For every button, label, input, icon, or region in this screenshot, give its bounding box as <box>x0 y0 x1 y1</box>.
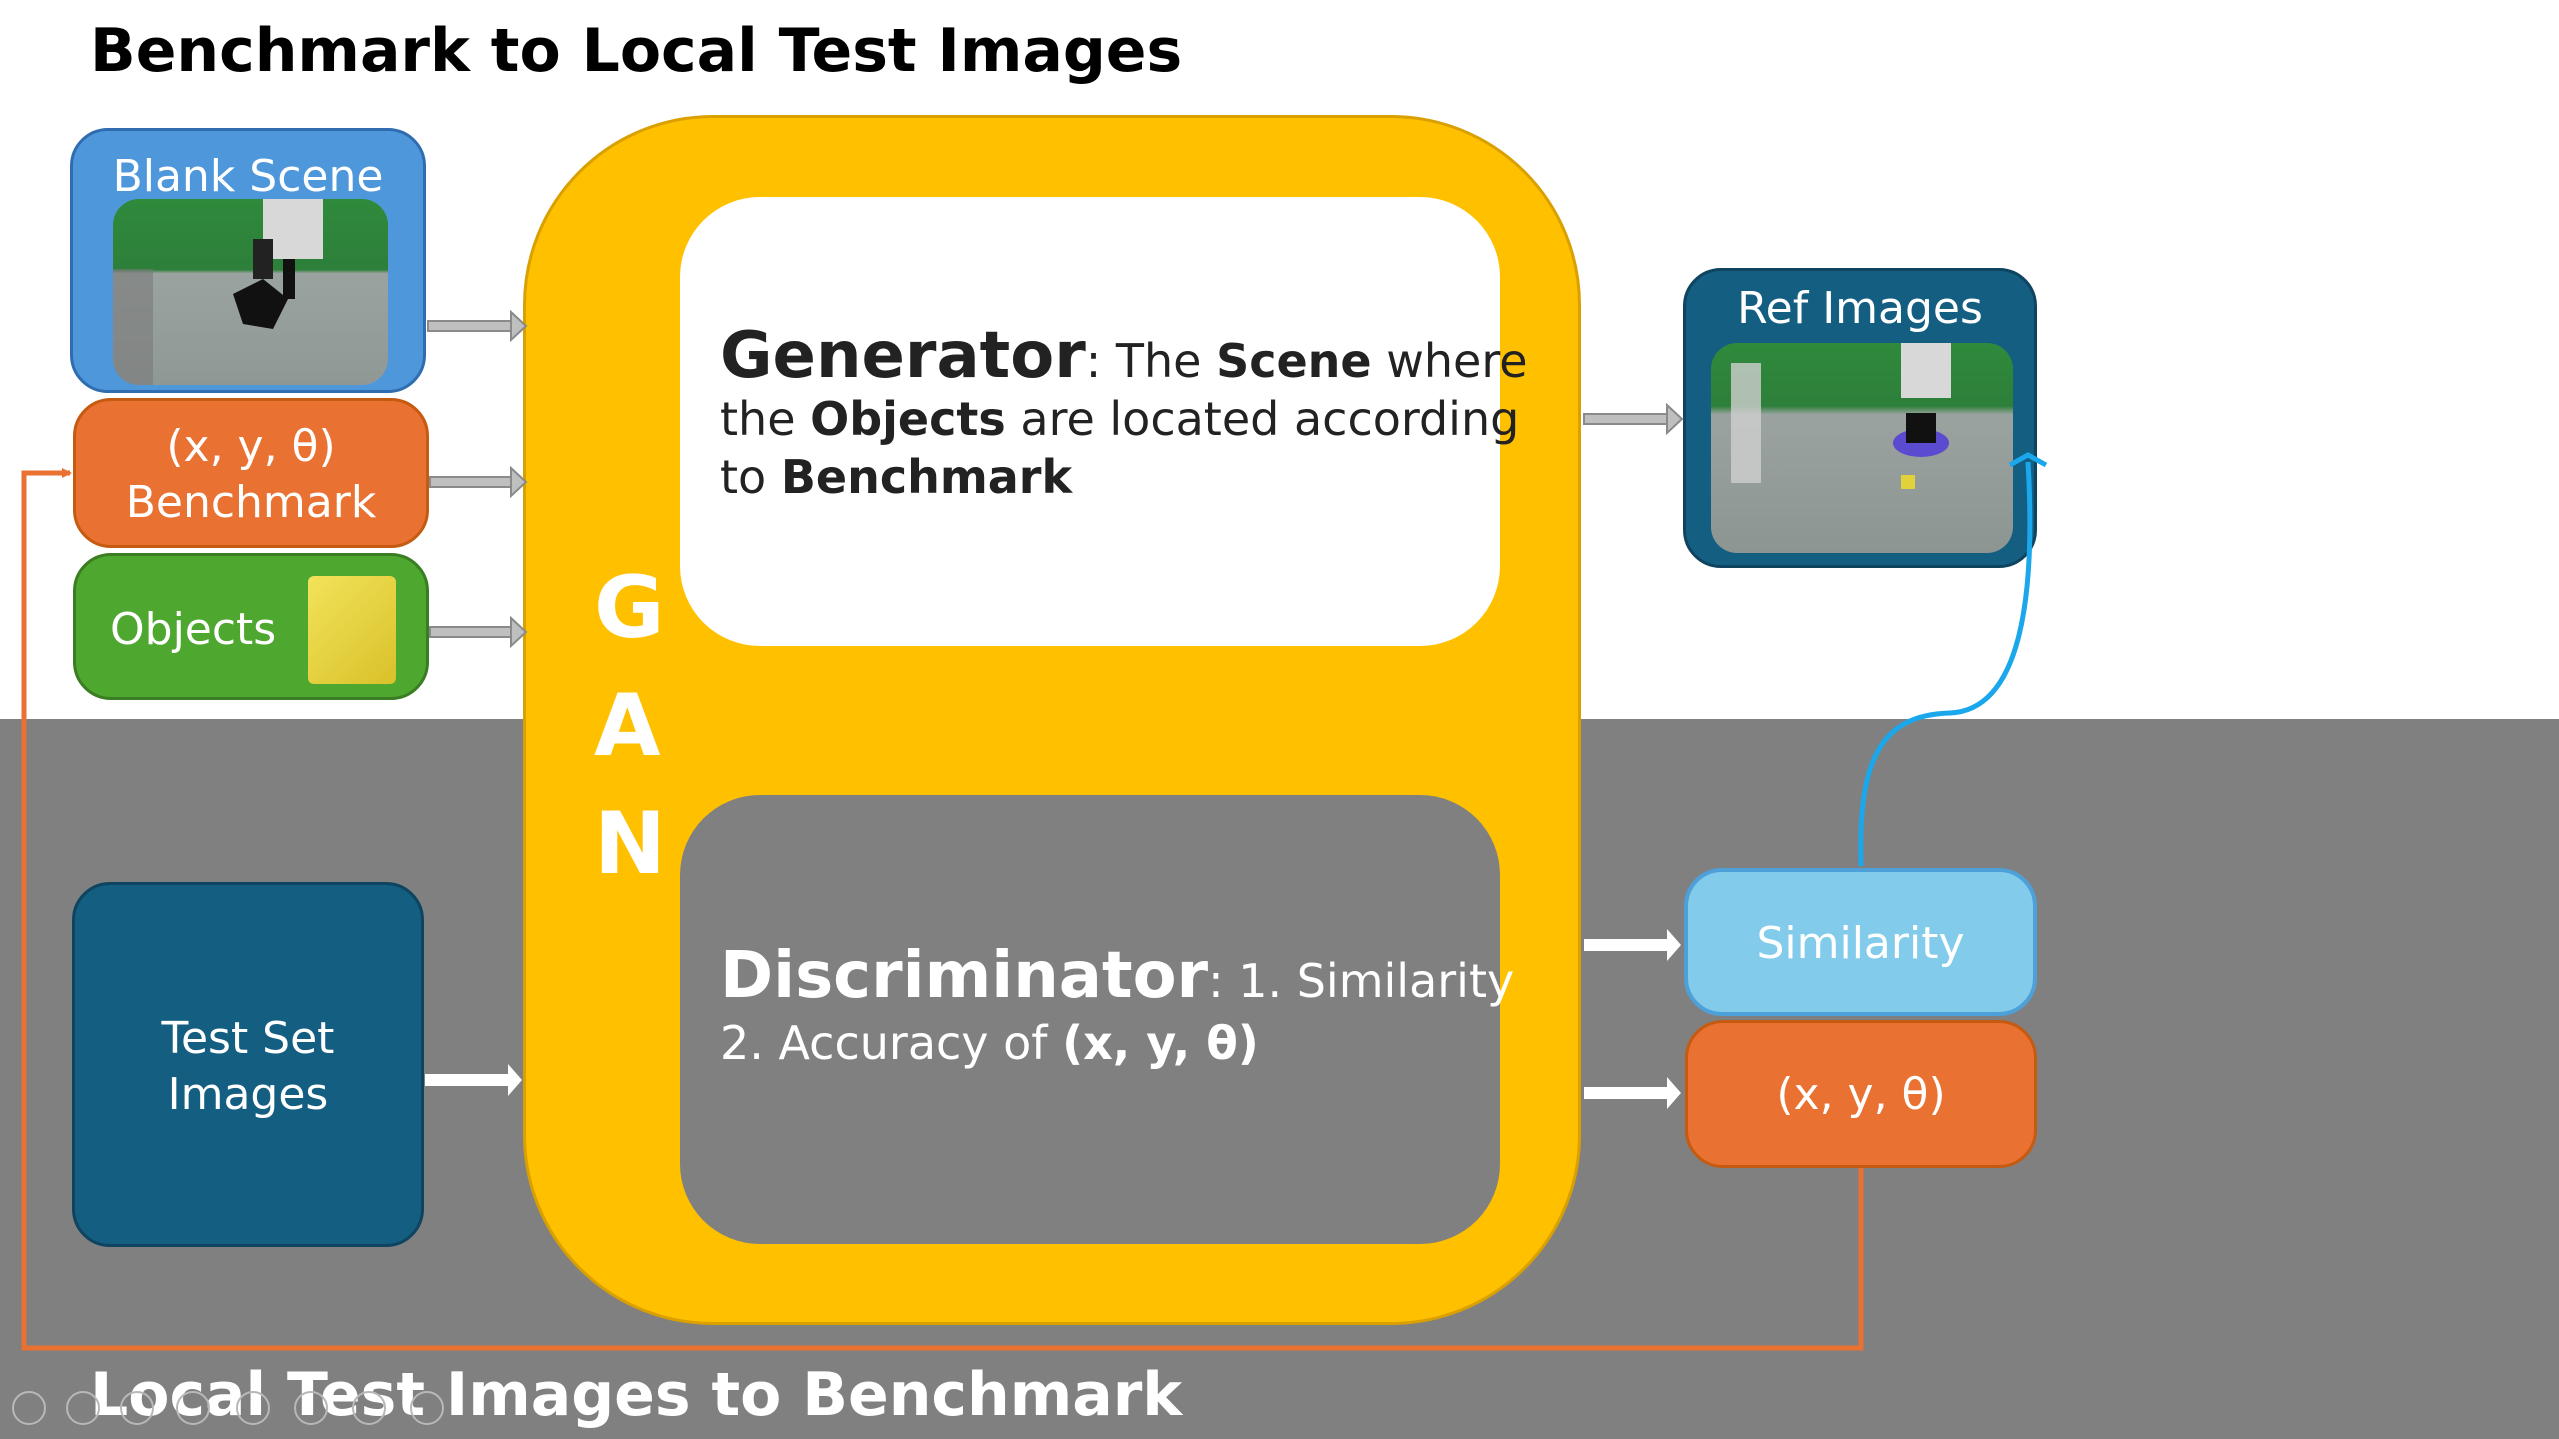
pose-output-box: (x, y, θ) <box>1685 1020 2037 1168</box>
gan-to-similarity-arrow <box>1584 929 1681 961</box>
sponge-object-image <box>308 576 396 684</box>
test-set-images-box: Test Set Images <box>72 882 424 1247</box>
previous-slide-button[interactable] <box>12 1391 46 1425</box>
discriminator-text-1: : 1. Similarity <box>1208 954 1515 1008</box>
ref-images-photo <box>1711 343 2013 553</box>
generator-bold-scene: Scene <box>1216 334 1372 388</box>
pose-output-label: (x, y, θ) <box>1776 1069 1946 1120</box>
test-set-line1: Test Set <box>161 1013 335 1064</box>
benchmark-pose-line1: (x, y, θ) <box>166 421 336 472</box>
discriminator-description: Discriminator: 1. Similarity 2. Accuracy… <box>720 944 1514 1074</box>
ref-images-box: Ref Images <box>1683 268 2037 568</box>
similarity-arrowhead <box>2008 452 2048 468</box>
pen-tool-button[interactable] <box>120 1391 154 1425</box>
generator-box: Generator: The Scene where the Objects a… <box>680 197 1528 646</box>
benchmark-to-gan-arrow <box>429 465 528 499</box>
robot-arm-image <box>113 199 323 385</box>
objects-label: Objects <box>110 604 277 655</box>
generator-text-4: are located according <box>1005 392 1520 446</box>
generator-description: Generator: The Scene where the Objects a… <box>720 324 1528 506</box>
ref-images-label: Ref Images <box>1737 283 1983 334</box>
similarity-output-box: Similarity <box>1684 868 2037 1016</box>
camera-button[interactable] <box>352 1391 386 1425</box>
more-options-button[interactable] <box>410 1391 444 1425</box>
discriminator-heading: Discriminator <box>720 939 1209 1013</box>
top-title: Benchmark to Local Test Images <box>90 16 1183 86</box>
gan-to-ref-images-arrow <box>1583 402 1684 436</box>
robot-with-object-image <box>1731 343 1951 489</box>
benchmark-pose-box: (x, y, θ) Benchmark <box>73 398 429 548</box>
test-set-line2: Images <box>167 1069 329 1120</box>
gan-to-pose-output-arrow <box>1584 1077 1681 1109</box>
test-set-to-gan-arrow <box>425 1064 522 1096</box>
discriminator-box: Discriminator: 1. Similarity 2. Accuracy… <box>680 795 1514 1244</box>
all-slides-button[interactable] <box>176 1391 210 1425</box>
blank-scene-box: Blank Scene <box>70 128 426 393</box>
generator-text-3: the <box>720 392 811 446</box>
similarity-to-ref-images-arrow <box>1858 461 2033 867</box>
feedback-loop-arrow <box>21 468 1864 1351</box>
subtitles-button[interactable] <box>294 1391 328 1425</box>
blank-scene-photo <box>113 199 388 385</box>
scene-to-gan-arrow <box>427 309 528 343</box>
generator-heading: Generator <box>720 319 1086 393</box>
gan-letter-a: A <box>594 676 661 776</box>
gan-container: Generator: The Scene where the Objects a… <box>523 115 1581 1325</box>
benchmark-pose-line2: Benchmark <box>125 477 377 528</box>
generator-text-2: where <box>1371 334 1528 388</box>
discriminator-text-2: 2. Accuracy of <box>720 1016 1063 1070</box>
blank-scene-label: Blank Scene <box>112 151 384 202</box>
similarity-label: Similarity <box>1756 918 1965 969</box>
objects-box: Objects <box>73 553 429 700</box>
gan-letter-g: G <box>594 558 665 658</box>
generator-text-5: to <box>720 450 781 504</box>
generator-text-1: : The <box>1085 334 1217 388</box>
zoom-button[interactable] <box>236 1391 270 1425</box>
next-slide-button[interactable] <box>66 1391 100 1425</box>
bottom-title: Local Test Images to Benchmark <box>90 1360 1183 1430</box>
gan-letter-n: N <box>594 794 666 894</box>
generator-bold-benchmark: Benchmark <box>780 450 1073 504</box>
generator-bold-objects: Objects <box>810 392 1006 446</box>
objects-to-gan-arrow <box>429 615 528 649</box>
discriminator-bold-pose: (x, y, θ) <box>1062 1016 1259 1070</box>
